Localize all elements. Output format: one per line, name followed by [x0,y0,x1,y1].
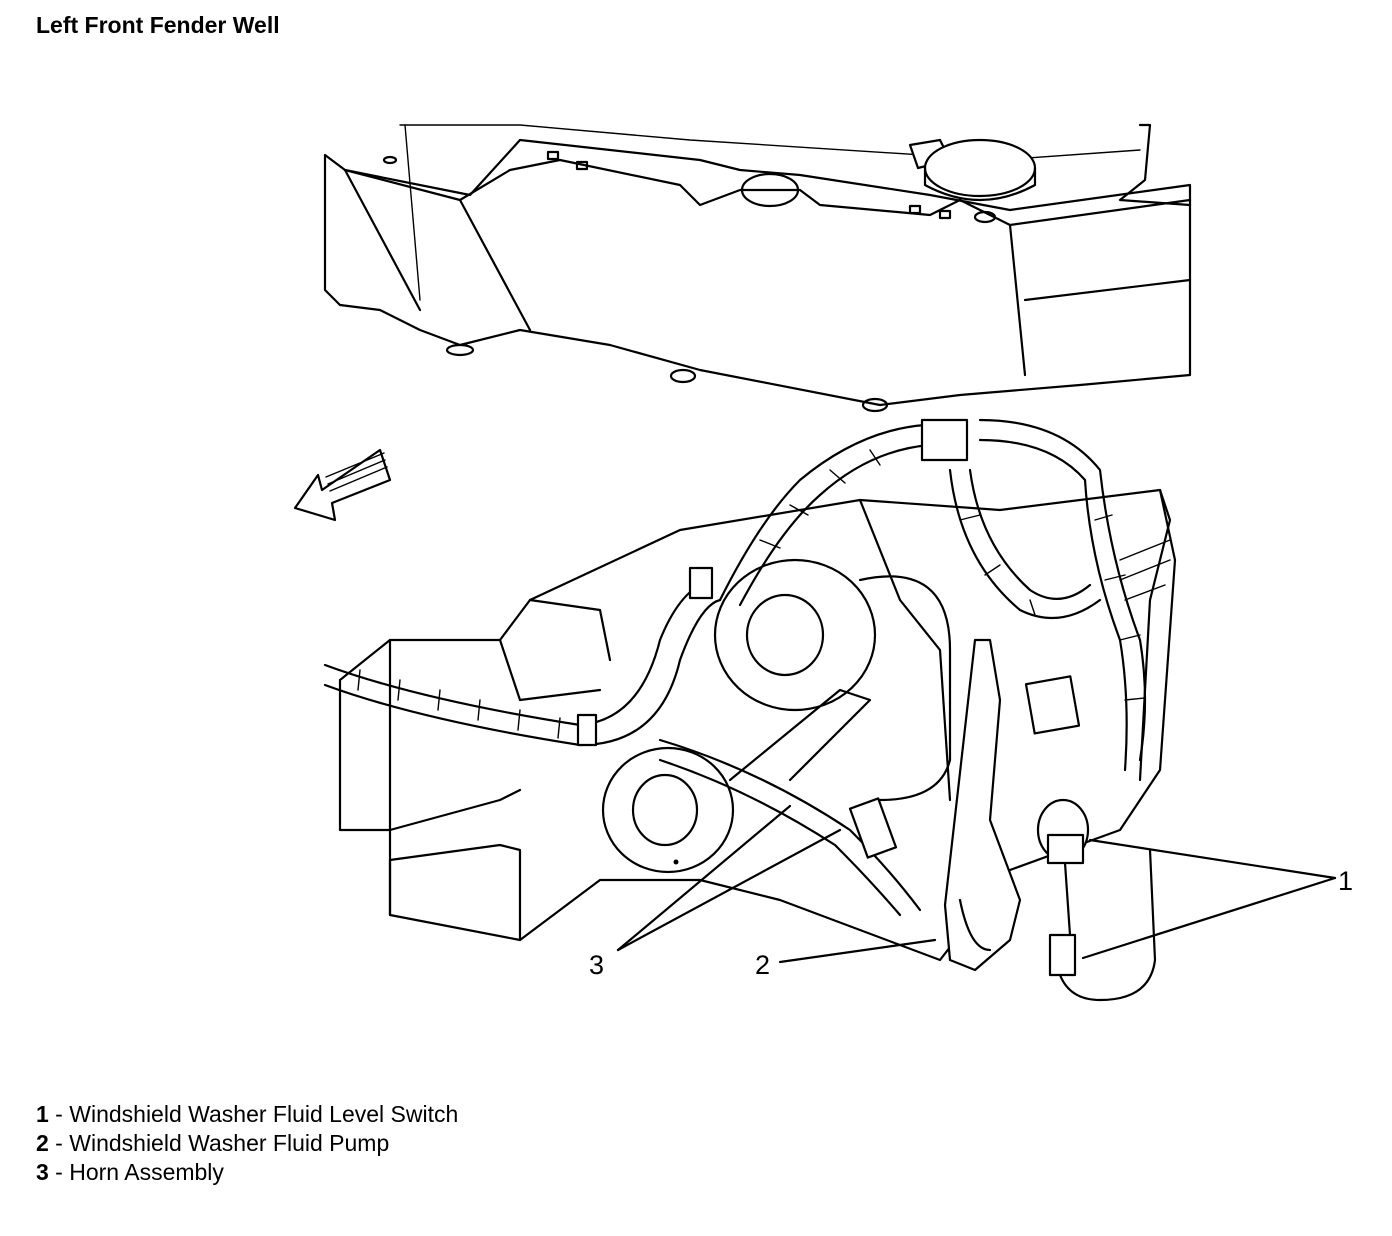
legend-separator: - [48,1101,70,1127]
legend-item: 2 - Windshield Washer Fluid Pump [36,1129,458,1158]
callout-2: 2 [755,950,771,980]
legend-number: 2 [36,1130,49,1156]
horn-assembly [601,558,952,874]
reservoir-cap [908,138,1037,201]
legend-item: 3 - Horn Assembly [36,1158,458,1187]
fluid-level-switch [1036,798,1157,1002]
legend-text: Windshield Washer Fluid Level Switch [69,1101,459,1127]
legend-number: 1 [36,1101,49,1127]
legend-text: Horn Assembly [69,1159,224,1185]
legend: 1 - Windshield Washer Fluid Level Switch… [36,1100,458,1187]
front-direction-arrow-icon [293,448,392,522]
callout-leaders [616,804,1337,964]
legend-number: 3 [36,1159,49,1185]
diagram-title: Left Front Fender Well [36,12,280,38]
legend-separator: - [48,1159,70,1185]
callout-3: 3 [589,950,605,980]
wiring-harness [323,418,1147,917]
callout-1: 1 [1338,866,1354,896]
legend-separator: - [48,1130,70,1156]
washer-pump [943,638,1022,972]
radiator-support [323,123,1192,413]
legend-item: 1 - Windshield Washer Fluid Level Switch [36,1100,458,1129]
legend-text: Windshield Washer Fluid Pump [69,1130,390,1156]
